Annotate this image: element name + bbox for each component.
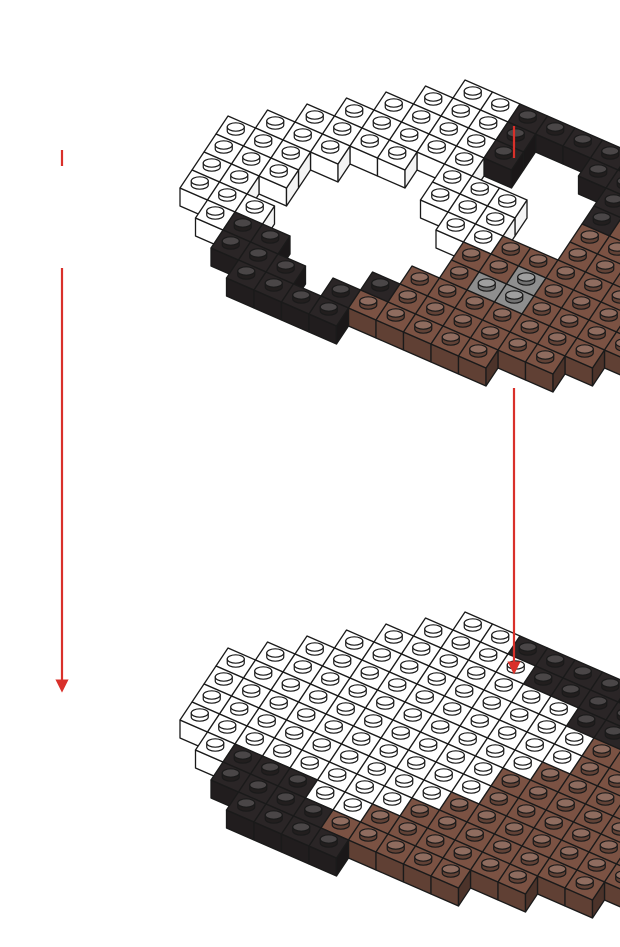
lower-layer [180, 612, 620, 918]
upper-layer [180, 80, 620, 392]
